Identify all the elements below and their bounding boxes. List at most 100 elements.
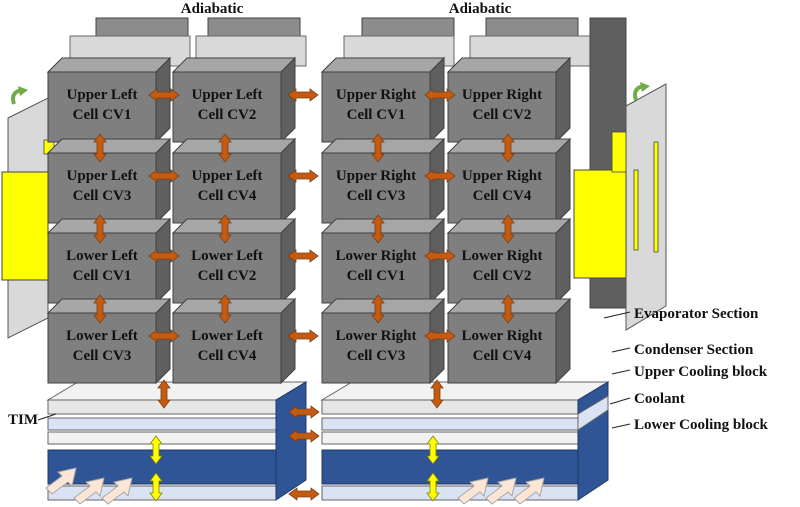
cell-label-line2: Cell CV4 xyxy=(198,188,257,204)
cell-label-line2: Cell CV4 xyxy=(473,348,532,364)
heat-arrow-vertical xyxy=(218,133,232,163)
cell-side-face xyxy=(555,56,571,144)
cell-top-face xyxy=(46,57,172,73)
heat-arrow-horizontal xyxy=(148,249,180,263)
cell-top-face xyxy=(46,138,172,154)
coolant-flow-arrows xyxy=(45,467,545,505)
cell-label-line1: Lower Right xyxy=(462,248,543,264)
cell-front-face xyxy=(172,312,282,384)
heat-arrow-tim xyxy=(288,405,320,419)
cell-label-line1: Upper Right xyxy=(336,87,416,103)
cell-label-line2: Cell CV1 xyxy=(347,107,406,123)
heat-arrow-vertical xyxy=(371,214,385,244)
cell-label-line2: Cell CV2 xyxy=(198,268,257,284)
cell-label-line1: Lower Left xyxy=(66,328,138,344)
cell-front-face xyxy=(447,232,557,304)
cell-side-face xyxy=(280,217,296,305)
cell-side-face xyxy=(555,137,571,225)
cell-label-line2: Cell CV1 xyxy=(73,107,132,123)
cell-label-line2: Cell CV2 xyxy=(473,107,532,123)
cell-label-line2: Cell CV3 xyxy=(73,348,132,364)
heat-arrow-horizontal xyxy=(287,88,319,102)
cell-label-line1: Upper Left xyxy=(192,87,263,103)
label-upper-cooling-block: Upper Cooling block xyxy=(634,364,768,380)
heat-arrow-horizontal xyxy=(148,329,180,343)
cell-side-face xyxy=(555,217,571,305)
rotate-arrow-right-head-icon xyxy=(640,82,650,92)
cell-label-line1: Upper Left xyxy=(192,168,263,184)
cooling-stack xyxy=(46,381,610,501)
heat-arrow-horizontal xyxy=(424,329,456,343)
heat-arrow-vertical xyxy=(93,294,107,324)
cell-label-line2: Cell CV3 xyxy=(347,348,406,364)
cell-label-line2: Cell CV2 xyxy=(473,268,532,284)
cell-top-face xyxy=(46,298,172,314)
cell-label-line2: Cell CV3 xyxy=(347,188,406,204)
cool-arrow xyxy=(426,472,440,502)
cool-arrow xyxy=(149,472,163,502)
cool-arrow xyxy=(149,435,163,465)
heat-arrow-vertical xyxy=(501,133,515,163)
cell-label-line1: Upper Left xyxy=(67,87,138,103)
cell-front-face xyxy=(321,232,431,304)
cell-top-face xyxy=(171,138,297,154)
cell-label-line1: Upper Right xyxy=(336,168,416,184)
heat-arrow-horizontal xyxy=(287,169,319,183)
cell-side-face xyxy=(280,297,296,385)
cell-label-line2: Cell CV1 xyxy=(347,268,406,284)
cell-side-face xyxy=(155,137,171,225)
cell-label-line2: Cell CV3 xyxy=(73,188,132,204)
heat-arrow-vertical xyxy=(93,133,107,163)
left-heat-pipe-panel xyxy=(1,97,55,339)
cell-front-face xyxy=(447,71,557,143)
cell-side-face xyxy=(280,137,296,225)
cell-label-line1: Upper Left xyxy=(67,168,138,184)
heat-arrow-vertical xyxy=(218,214,232,244)
cell-label-line2: Cell CV1 xyxy=(73,268,132,284)
side-labels: Evaporator Section Condenser Section Upp… xyxy=(8,306,769,433)
label-condenser-section: Condenser Section xyxy=(634,342,754,358)
adiabatic-label-right: Adiabatic xyxy=(449,1,512,17)
cell-label-line1: Lower Right xyxy=(462,328,543,344)
cell-top-face xyxy=(46,218,172,234)
cell-label-line2: Cell CV4 xyxy=(473,188,532,204)
cell-side-face xyxy=(280,56,296,144)
cell-top-face xyxy=(171,218,297,234)
cell-label-line1: Lower Left xyxy=(66,248,138,264)
rotate-arrow-left-head-icon xyxy=(18,86,28,96)
right-heat-pipe-panel xyxy=(573,83,667,331)
heat-arrow-vertical xyxy=(93,214,107,244)
cell-front-face xyxy=(321,152,431,224)
cell-side-face xyxy=(155,217,171,305)
cell-top-face xyxy=(320,57,446,73)
cell-front-face xyxy=(47,152,157,224)
heat-arrow-horizontal xyxy=(424,88,456,102)
heat-arrow-horizontal xyxy=(424,169,456,183)
heat-arrow-horizontal xyxy=(287,249,319,263)
cell-side-face xyxy=(155,297,171,385)
heat-arrow-vertical xyxy=(501,214,515,244)
cell-label-line2: Cell CV2 xyxy=(198,107,257,123)
heat-arrow-vertical xyxy=(371,133,385,163)
cell-label-line1: Upper Right xyxy=(462,87,542,103)
cell-side-face xyxy=(555,297,571,385)
cell-top-face xyxy=(446,57,572,73)
cell-label-line1: Lower Left xyxy=(191,248,263,264)
cell-label-line1: Lower Left xyxy=(191,328,263,344)
heat-arrow-horizontal xyxy=(148,169,180,183)
cell-front-face xyxy=(47,232,157,304)
